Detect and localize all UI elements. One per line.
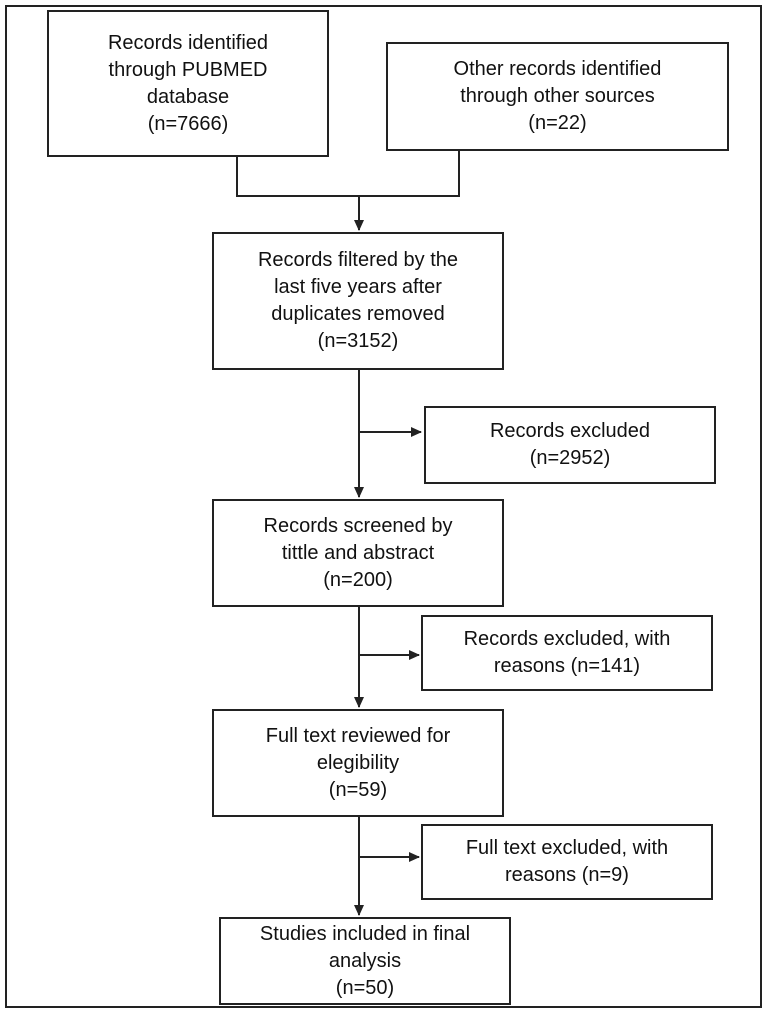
excluded-with-reasons-box: Records excluded, with reasons (n=141) <box>421 615 713 691</box>
box-text-line: (n=200) <box>323 568 393 591</box>
box-text-line: reasons (n=9) <box>505 864 629 886</box>
screened-records-box: Records screened by tittle and abstract (n… <box>212 499 504 607</box>
box-text-line: Full text excluded, with <box>465 837 669 859</box>
box-text-line: duplicates removed <box>271 303 445 325</box>
box-text-line: (n=7666) <box>147 112 229 135</box>
fulltext-reviewed-box: Full text reviewed for elegibility (n=59) <box>212 709 504 817</box>
box-text-line: database <box>146 85 230 108</box>
box-text-line: Records screened by <box>263 514 453 537</box>
merge-connector <box>236 151 460 197</box>
filtered-records-box: Records filtered by the last five years a… <box>212 232 504 370</box>
diagram-frame <box>5 5 762 1008</box>
box-text-line: Studies included in final <box>259 922 471 945</box>
box-text-line: (n=59) <box>328 778 388 801</box>
box-text-line: (n=22) <box>528 112 587 134</box>
studies-included-box: Studies included in final analysis (n=50) <box>219 917 511 1005</box>
box-text-line: tittle and abstract <box>281 541 435 564</box>
box-text-line: (n=3152) <box>317 330 399 352</box>
other-sources-box: Other records identified through other so… <box>386 42 729 151</box>
box-text-line: Records identified <box>107 31 269 54</box>
box-text-line: (n=50) <box>335 976 395 999</box>
box-text-line: (n=2952) <box>529 447 611 469</box>
pubmed-records-box: Records identified through PUBMED database… <box>47 10 329 157</box>
excluded-records-box: Records excluded (n=2952) <box>424 406 716 484</box>
box-text-line: through PUBMED <box>108 58 268 81</box>
box-text-line: elegibility <box>316 751 400 774</box>
box-text-line: analysis <box>328 949 402 972</box>
box-text-line: Other records identified <box>453 58 662 80</box>
box-text-line: reasons (n=141) <box>493 655 641 677</box>
box-text-line: Full text reviewed for <box>265 724 451 747</box>
box-text-line: through other sources <box>460 85 655 107</box>
box-text-line: last five years after <box>274 276 442 298</box>
box-text-line: Records excluded <box>489 420 651 442</box>
box-text-line: Records filtered by the <box>257 249 459 271</box>
box-text-line: Records excluded, with <box>463 628 671 650</box>
fulltext-excluded-box: Full text excluded, with reasons (n=9) <box>421 824 713 900</box>
